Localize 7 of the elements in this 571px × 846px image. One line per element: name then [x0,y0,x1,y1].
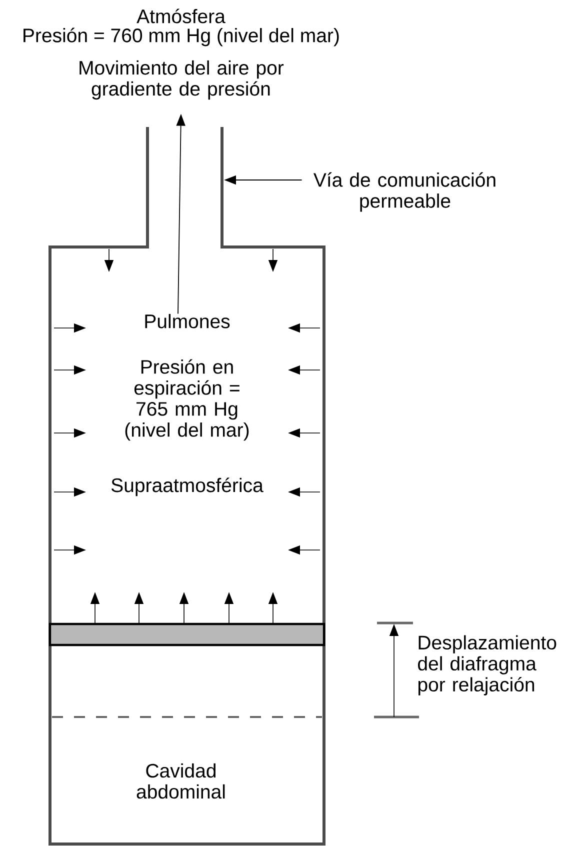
dimension-label: Desplazamiento del diafragma por relajación [418,635,556,696]
pressure-text: Presión = 760 mm Hg (nivel del mar) [24,28,339,46]
annotation-text: Movimiento del aire por gradiente de presión [80,60,284,100]
title-text: Atmósfera [136,8,226,24]
abdominal-cavity: Cavidad abdominal [136,763,225,799]
lung-chamber: Pulmones Presión en espiración = 765 mm Hg (nivel del mar) Supraatmosférica [111,314,264,496]
annotation-text: Vía de comunicación permeable [314,172,496,212]
